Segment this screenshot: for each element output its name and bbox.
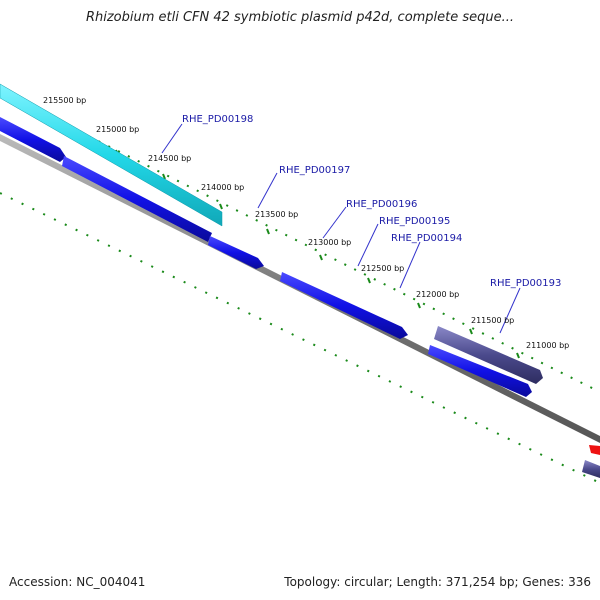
cds-dark-gene [434,326,543,384]
gene-label-rhe-pd00195: RHE_PD00195 [379,216,450,227]
red-feature [589,445,600,455]
gene-label-rhe-pd00196: RHE_PD00196 [346,199,417,210]
gene-labels[interactable]: RHE_PD00198 RHE_PD00197 RHE_PD00196 RHE_… [182,114,561,289]
bp-label: 213500 bp [255,210,298,219]
bp-label: 211500 bp [471,316,514,325]
cds-highlight-gene [0,83,223,227]
bp-label: 212500 bp [361,264,404,273]
cds-features[interactable] [0,83,600,478]
map-title: Rhizobium etli CFN 42 symbiotic plasmid … [85,10,515,25]
cds-dark-gene-edge [582,460,600,478]
bp-label: 215500 bp [43,96,86,105]
cds-gene-5 [428,345,532,397]
map-summary: Topology: circular; Length: 371,254 bp; … [284,575,591,589]
bp-label: 213000 bp [308,238,351,247]
bp-label: 214000 bp [201,183,244,192]
bp-label: 215000 bp [96,125,139,134]
bp-label: 212000 bp [416,290,459,299]
bp-label: 211000 bp [526,341,569,350]
gene-label-rhe-pd00198: RHE_PD00198 [182,114,253,125]
cds-gene-2 [62,156,212,242]
gene-label-rhe-pd00193: RHE_PD00193 [490,278,561,289]
gene-label-lines [161,123,521,334]
accession-label: Accession: NC_004041 [9,575,146,589]
cds-gene-4 [280,272,408,339]
cds-gene-1 [0,117,66,162]
cds-gene-3 [208,236,264,269]
bp-labels: 215500 bp 215000 bp 214500 bp 214000 bp … [43,96,569,350]
gene-label-rhe-pd00194: RHE_PD00194 [391,233,462,244]
inner-tick-track [0,192,600,484]
bp-label: 214500 bp [148,154,191,163]
gene-label-rhe-pd00197: RHE_PD00197 [279,165,350,176]
